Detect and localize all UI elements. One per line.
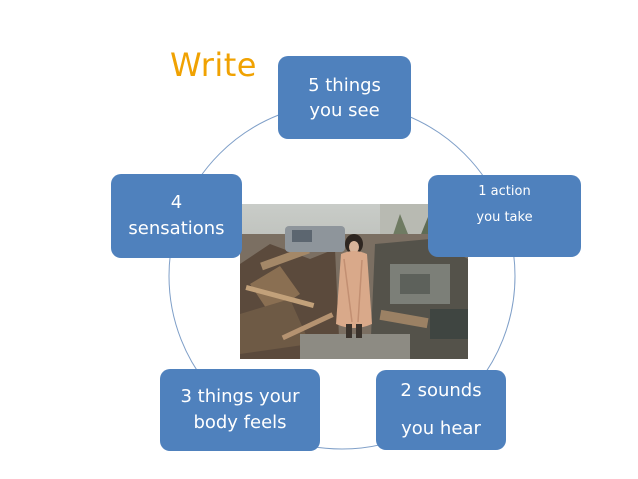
step-sensations-line-1: 4 bbox=[170, 192, 183, 213]
step-action-box: 1 action you take bbox=[428, 175, 581, 257]
step-body-box: 3 things your body feels bbox=[160, 369, 320, 451]
step-body-line-2: body feels bbox=[193, 412, 287, 433]
step-hear-box: 2 sounds you hear bbox=[376, 370, 506, 450]
step-body-line-1: 3 things your bbox=[180, 386, 300, 407]
step-see-line-1: 5 things bbox=[308, 74, 381, 96]
photo-illustration bbox=[240, 204, 468, 359]
step-action-line-1: 1 action bbox=[478, 184, 531, 199]
step-hear-line-2: you hear bbox=[401, 418, 481, 439]
step-see-line-2: you see bbox=[309, 99, 380, 121]
step-sensations-line-2: sensations bbox=[128, 218, 225, 239]
diagram-title: Write bbox=[170, 46, 257, 84]
step-see-box: 5 things you see bbox=[278, 56, 411, 139]
disaster-photo bbox=[240, 204, 468, 359]
step-action-line-2: you take bbox=[476, 210, 533, 225]
step-sensations-box: 4 sensations bbox=[111, 174, 242, 258]
step-hear-line-1: 2 sounds bbox=[400, 380, 482, 401]
